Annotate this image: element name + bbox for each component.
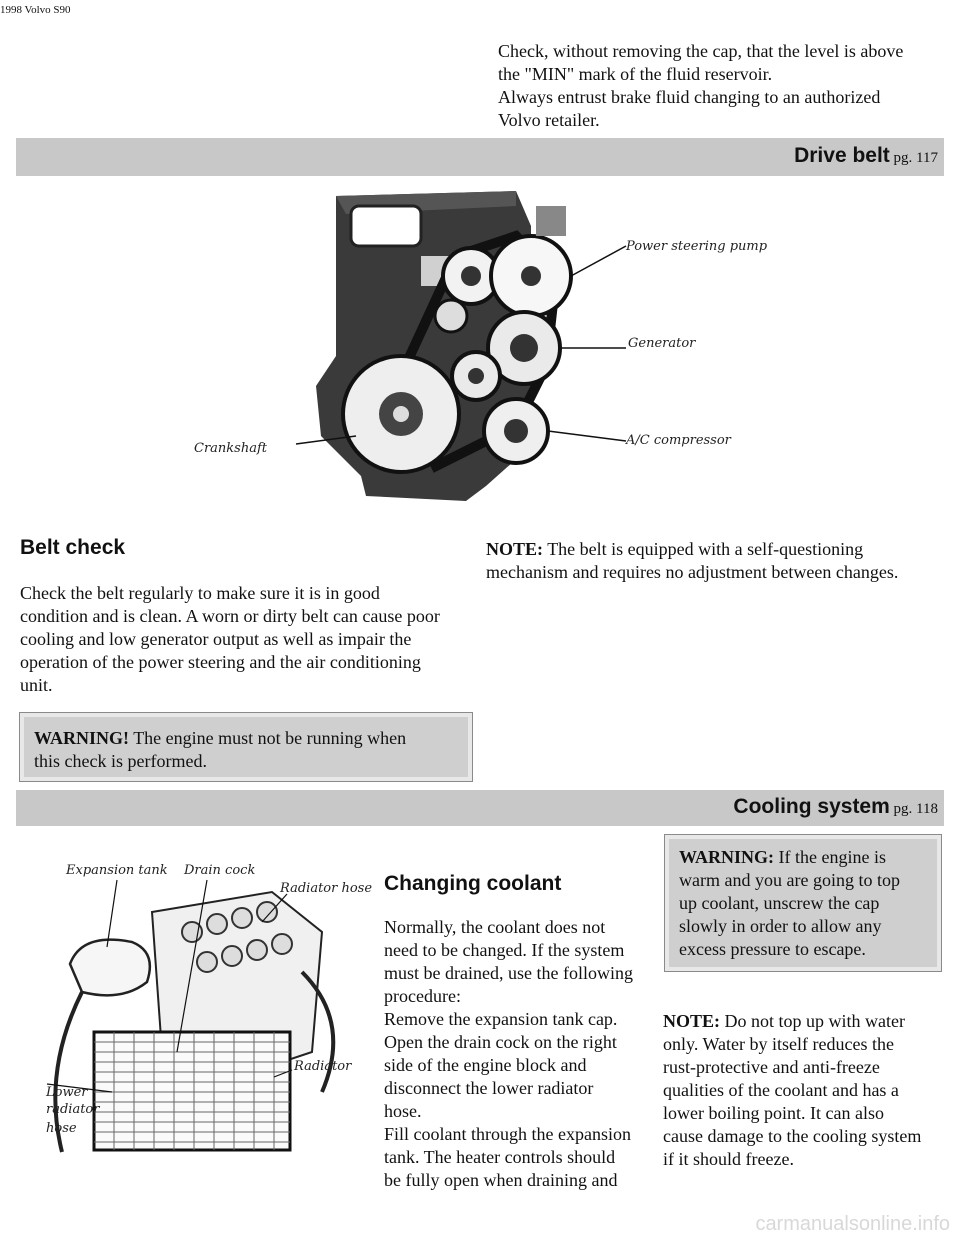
paragraph-line: Fill coolant through the expansion [384, 1124, 631, 1144]
label-drain-cock: Drain cock [183, 863, 255, 878]
paragraph-line: cooling and low generator output as well… [20, 629, 412, 649]
paragraph-line: unit. [20, 675, 53, 695]
brake-fluid-text: Check, without removing the cap, that th… [498, 40, 948, 132]
paragraph-line: operation of the power steering and the … [20, 652, 421, 672]
label-expansion-tank: Expansion tank [65, 863, 168, 878]
paragraph-line: Normally, the coolant does not [384, 917, 606, 937]
label-lower-radiator-hose: hose [46, 1121, 77, 1136]
note-label: NOTE: [663, 1011, 721, 1031]
warning-label: WARNING! [34, 728, 130, 748]
warning-text: this check is performed. [34, 751, 207, 771]
page-ref-link[interactable]: pg. 117 [893, 150, 938, 166]
note-text: rust-protective and anti-freeze [663, 1057, 880, 1077]
note-text: lower boiling point. It can also [663, 1103, 884, 1123]
paragraph-line: be fully open when draining and [384, 1170, 618, 1190]
belt-check-text: Check the belt regularly to make sure it… [20, 582, 475, 697]
label-lower-radiator-hose: Lower [45, 1085, 88, 1100]
section-title: Drive belt [794, 144, 890, 167]
label-power-steering-pump: Power steering pump [625, 239, 768, 254]
belt-note: NOTE: The belt is equipped with a self-q… [486, 538, 946, 584]
paragraph-line: side of the engine block and [384, 1055, 587, 1075]
note-text: The belt is equipped with a self-questio… [543, 539, 864, 559]
warning-text: excess pressure to escape. [679, 939, 866, 959]
paragraph-line: need to be changed. If the system [384, 940, 625, 960]
changing-coolant-heading: Changing coolant [384, 872, 562, 895]
section-bar-drive-belt: Drive belt pg. 117 [16, 138, 944, 176]
label-generator: Generator [628, 336, 696, 351]
label-crankshaft: Crankshaft [194, 441, 268, 456]
label-radiator: Radiator [293, 1059, 352, 1074]
drive-belt-diagram: Power steering pump Generator A/C compre… [194, 191, 768, 501]
paragraph-line: procedure: [384, 986, 461, 1006]
warning-text: slowly in order to allow any [679, 916, 882, 936]
note-text: mechanism and requires no adjustment bet… [486, 562, 899, 582]
section-bar-cooling-system: Cooling system pg. 118 [16, 790, 944, 826]
warning-box-belt: WARNING! The engine must not be running … [19, 712, 473, 782]
label-lower-radiator-hose: radiator [46, 1102, 100, 1117]
warning-text: warm and you are going to top [679, 870, 900, 890]
brake-fluid-line: Check, without removing the cap, that th… [498, 41, 904, 61]
paragraph-line: Open the drain cock on the right [384, 1032, 617, 1052]
document-header: 1998 Volvo S90 [0, 4, 71, 16]
note-text: Do not top up with water [720, 1011, 905, 1031]
note-text: cause damage to the cooling system [663, 1126, 922, 1146]
warning-label: WARNING: [679, 847, 775, 867]
page-ref-link[interactable]: pg. 118 [893, 801, 938, 817]
brake-fluid-line: the "MIN" mark of the fluid reservoir. [498, 64, 773, 84]
belt-check-heading: Belt check [20, 536, 126, 559]
note-text: if it should freeze. [663, 1149, 794, 1169]
warning-text: If the engine is [774, 847, 886, 867]
paragraph-line: condition and is clean. A worn or dirty … [20, 606, 440, 626]
note-label: NOTE: [486, 539, 544, 559]
paragraph-line: disconnect the lower radiator [384, 1078, 594, 1098]
paragraph-line: tank. The heater controls should [384, 1147, 616, 1167]
coolant-note: NOTE: Do not top up with water only. Wat… [663, 1010, 953, 1171]
paragraph-line: must be drained, use the following [384, 963, 633, 983]
section-title: Cooling system [733, 795, 890, 818]
warning-text: The engine must not be running when [129, 728, 407, 748]
paragraph-line: hose. [384, 1101, 422, 1121]
brake-fluid-line: Volvo retailer. [498, 110, 600, 130]
warning-box-coolant: WARNING: If the engine is warm and you a… [664, 834, 942, 972]
paragraph-line: Check the belt regularly to make sure it… [20, 583, 380, 603]
paragraph-line: Remove the expansion tank cap. [384, 1009, 618, 1029]
cooling-system-diagram: Expansion tank Drain cock Radiator hose … [45, 863, 372, 1153]
watermark: carmanualsonline.info [755, 1213, 950, 1235]
section-heading-cooling-system: Cooling system pg. 118 [733, 795, 938, 819]
changing-coolant-text: Normally, the coolant does not need to b… [384, 916, 650, 1192]
note-text: only. Water by itself reduces the [663, 1034, 894, 1054]
label-ac-compressor: A/C compressor [625, 433, 732, 448]
warning-text: up coolant, unscrew the cap [679, 893, 880, 913]
brake-fluid-line: Always entrust brake fluid changing to a… [498, 87, 881, 107]
section-heading-drive-belt: Drive belt pg. 117 [794, 144, 938, 168]
note-text: qualities of the coolant and has a [663, 1080, 899, 1100]
label-radiator-hose: Radiator hose [279, 881, 372, 896]
